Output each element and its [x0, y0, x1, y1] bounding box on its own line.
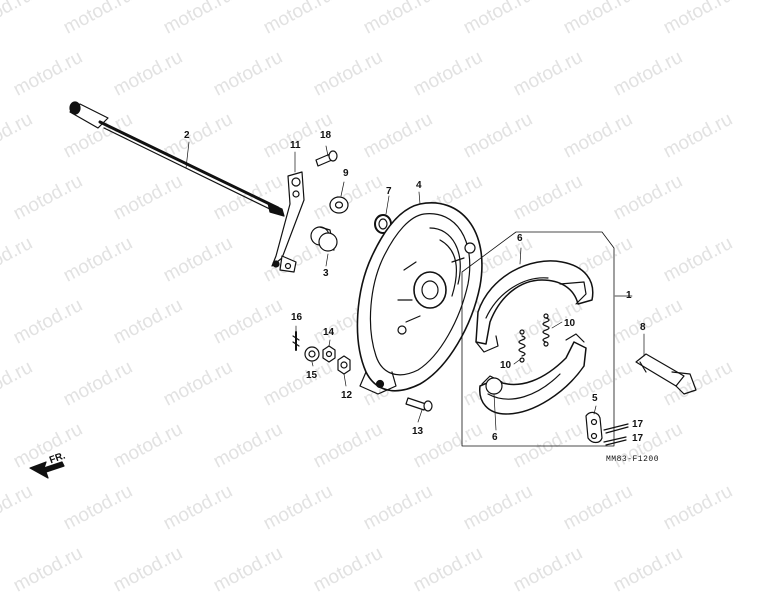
diagram-drawing: [29, 101, 697, 479]
callout-14: 14: [323, 327, 335, 338]
washer-9: [329, 196, 349, 214]
leader-lines: [185, 141, 645, 431]
callout-2: 2: [184, 130, 190, 141]
spring-10-left: [518, 329, 526, 363]
callout-12: 12: [341, 390, 353, 401]
callout-6-lower: 6: [492, 432, 498, 443]
brake-shoe-lower: [479, 333, 587, 415]
callout-9: 9: [343, 168, 349, 179]
brake-cam: [635, 353, 697, 395]
callout-6-upper: 6: [517, 233, 523, 244]
callout-18: 18: [320, 130, 332, 141]
callout-4: 4: [416, 180, 422, 191]
callout-5: 5: [592, 393, 598, 404]
brake-arm: [271, 171, 305, 273]
callout-17-lower: 17: [632, 433, 644, 444]
nut-12: [337, 355, 351, 375]
callout-13: 13: [412, 426, 424, 437]
brake-shoe-upper: [475, 260, 594, 353]
callout-16: 16: [291, 312, 303, 323]
callout-15: 15: [306, 370, 318, 381]
callout-7: 7: [386, 186, 392, 197]
assembly-outline: [461, 231, 615, 447]
callout-1: 1: [626, 290, 632, 301]
bolt-18: [315, 150, 338, 167]
figure-code: MM83-F1200: [606, 455, 660, 464]
collar-3: [310, 226, 338, 252]
front-arrow: [29, 461, 65, 479]
washer-15: [304, 346, 320, 362]
callout-10-left: 10: [500, 360, 512, 371]
clip-17-upper: [603, 423, 629, 434]
callout-8: 8: [640, 322, 646, 333]
pin-16: [292, 331, 300, 351]
brake-panel: [356, 202, 483, 395]
clip-17-lower: [603, 436, 627, 446]
callout-11: 11: [290, 140, 301, 151]
callout-17-upper: 17: [632, 419, 644, 430]
callout-3: 3: [323, 268, 329, 279]
bolt-13: [405, 397, 433, 412]
brake-rod: [69, 101, 285, 217]
nut-14: [322, 345, 336, 363]
callout-10-right: 10: [564, 318, 576, 329]
spring-10-right: [542, 313, 550, 347]
plate-5: [585, 411, 603, 444]
